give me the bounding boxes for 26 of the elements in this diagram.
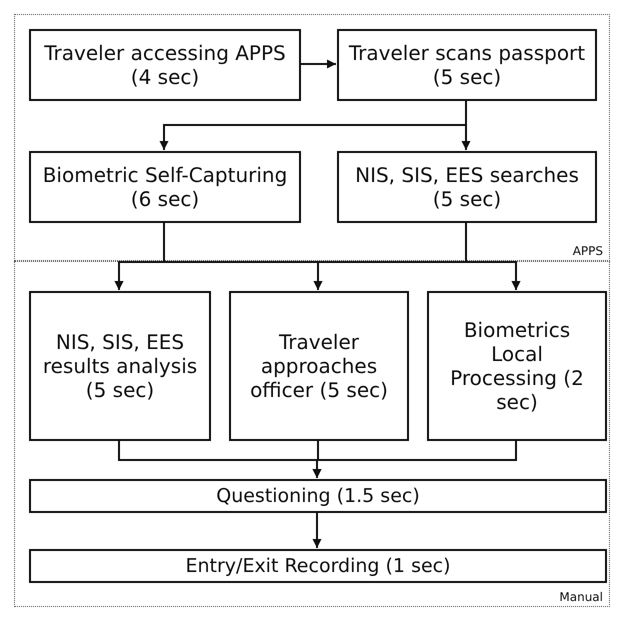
arrow bbox=[312, 440, 517, 478]
region-label: Manual bbox=[559, 590, 603, 604]
process-box bbox=[427, 291, 607, 441]
dotted-region bbox=[14, 14, 610, 261]
arrow bbox=[312, 512, 322, 548]
process-box bbox=[337, 151, 597, 223]
step-label: Biometric Self-Capturing (6 sec) bbox=[42, 163, 288, 211]
arrow bbox=[300, 60, 336, 68]
region-label: APPS bbox=[572, 244, 603, 258]
step-label: NIS, SIS, EES results analysis (5 sec) bbox=[42, 330, 198, 402]
process-box bbox=[337, 29, 597, 101]
process-box bbox=[29, 479, 607, 513]
step-label: Traveler accessing APPS (4 sec) bbox=[43, 41, 287, 89]
process-box bbox=[29, 151, 301, 223]
step-label: Entry/Exit Recording (1 sec) bbox=[185, 554, 451, 578]
step-label: NIS, SIS, EES searches (5 sec) bbox=[354, 163, 580, 211]
arrow bbox=[462, 100, 470, 150]
step-label: Questioning (1.5 sec) bbox=[216, 484, 420, 508]
step-label: Biometrics Local Processing (2 sec) bbox=[449, 318, 585, 414]
step-label: Traveler scans passport (5 sec) bbox=[348, 41, 586, 89]
process-box bbox=[29, 29, 301, 101]
process-box bbox=[29, 549, 607, 583]
step-label: Traveler approaches officer (5 sec) bbox=[249, 330, 389, 402]
process-box bbox=[29, 291, 211, 441]
dotted-region bbox=[14, 261, 610, 607]
process-box bbox=[229, 291, 409, 441]
